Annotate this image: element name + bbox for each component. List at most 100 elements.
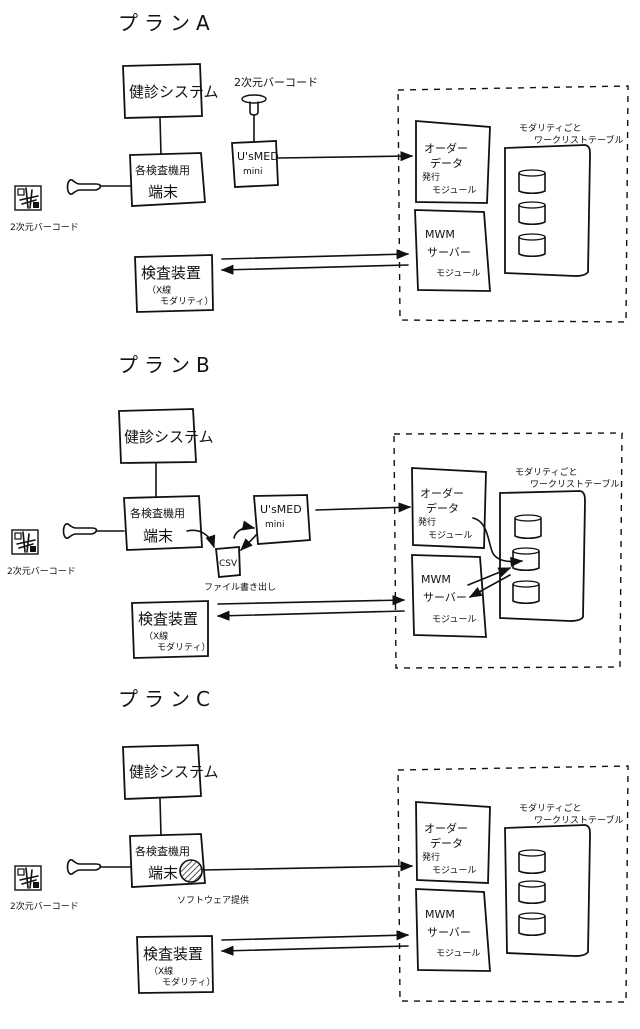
arrow-usmed-to-csv (240, 534, 257, 551)
plan-title: プランB (118, 353, 216, 377)
plan-title: プランC (118, 687, 216, 711)
terminal-label-line1: 各検査機用 (135, 163, 190, 177)
arrow-mwm-to-modality (216, 610, 405, 621)
order-label-2: データ (430, 836, 463, 850)
order-label-2: データ (426, 501, 459, 515)
plan-a: プランA 健診システム 各検査機用 端末 2次元バーコード U'sME (10, 11, 629, 323)
order-label-3: 発行 (422, 171, 440, 183)
worklist-table-container (499, 490, 586, 622)
mwm-label-1: MWM (425, 228, 455, 241)
table-label-1: モダリティごと (519, 122, 581, 134)
modality-sub-2: モダリティ） (160, 295, 213, 307)
usmed-label: U'sMED (260, 503, 302, 516)
mwm-label-3: モジュール (432, 615, 476, 625)
modality-label: 検査装置 (141, 264, 201, 282)
arrow-modality-to-mwm (221, 930, 410, 941)
plan-c: プランC 健診システム 各検査機用 端末 ソフトウェア提供 (10, 687, 629, 1003)
server-boundary (397, 765, 629, 1003)
usmed-sub-label: mini (265, 520, 284, 530)
usmed-mini-box: U'sMED mini (231, 140, 279, 188)
qr-code-icon (14, 185, 42, 211)
order-label-2: データ (430, 156, 463, 170)
usmed-sub-label: mini (243, 167, 262, 177)
order-label-3: 発行 (418, 516, 436, 528)
modality-sub-1: （X線 (149, 965, 173, 977)
modality-label: 検査装置 (143, 945, 203, 963)
modality-sub-2: モダリティ） (162, 976, 215, 988)
server-boundary (397, 85, 629, 323)
software-caption: ソフトウェア提供 (177, 894, 249, 906)
order-module-box: オーダー データ 発行 モジュール (411, 467, 487, 549)
kenshin-system-label: 健診システム (129, 83, 219, 101)
order-module-box: オーダー データ 発行 モジュール (415, 120, 491, 204)
database-icon (512, 580, 540, 605)
terminal-box: 各検査機用 端末 (129, 152, 206, 207)
mwm-module-box: MWM サーバー モジュール (414, 209, 491, 292)
handheld-scanner-icon (241, 94, 267, 143)
arrow-modality-to-mwm (221, 249, 410, 260)
arrow-usmed-to-order (277, 151, 414, 162)
arrow-mwm-to-modality (220, 264, 409, 275)
kenshin-system-label: 健診システム (124, 428, 214, 446)
modality-sub-1: （X線 (147, 284, 171, 296)
mwm-label-2: サーバー (423, 591, 467, 604)
order-label-1: オーダー (424, 821, 468, 835)
csv-label: CSV (219, 559, 238, 569)
terminal-label-line1: 各検査機用 (130, 506, 185, 520)
modality-box: 検査装置 （X線 モダリティ） (131, 600, 210, 659)
qr-code-icon (11, 529, 39, 555)
hand-scanner-icon (66, 179, 131, 195)
kenshin-system-box: 健診システム (122, 63, 219, 119)
arrow-order-to-table (472, 517, 524, 568)
modality-sub-1: （X線 (144, 630, 168, 642)
usmed-label: U'sMED (237, 150, 279, 163)
mwm-label-2: サーバー (427, 926, 471, 939)
order-label-3: 発行 (422, 851, 440, 863)
arrow-mwm-to-table (467, 567, 512, 586)
mwm-label-2: サーバー (427, 246, 471, 259)
connector-line (159, 117, 162, 156)
kenshin-system-box: 健診システム (122, 744, 219, 800)
barcode-label: 2次元バーコード (7, 565, 76, 577)
mwm-module-box: MWM サーバー モジュール (411, 554, 487, 638)
table-label-1: モダリティごと (519, 802, 581, 814)
table-label-1: モダリティごと (515, 466, 577, 478)
modality-box: 検査装置 （X線 モダリティ） (134, 254, 214, 313)
database-icon (512, 547, 540, 572)
terminal-label-line1: 各検査機用 (135, 844, 190, 858)
order-label-4: モジュール (432, 186, 476, 196)
plan-b: プランB 健診システム 各検査機用 端末 2次元バーコード CSV ファイル書き… (7, 353, 623, 669)
usmed-mini-box: U'sMED mini (253, 494, 311, 545)
mwm-label-3: モジュール (436, 269, 480, 279)
order-label-1: オーダー (424, 141, 468, 155)
plan-title: プランA (118, 11, 216, 35)
modality-label: 検査装置 (138, 610, 198, 628)
hand-scanner-icon (62, 523, 125, 539)
kenshin-system-box: 健診システム (118, 408, 214, 464)
database-icon (518, 169, 546, 195)
mwm-label-1: MWM (421, 573, 451, 586)
kenshin-system-label: 健診システム (129, 763, 219, 781)
table-label-2: ワークリストテーブル (534, 814, 623, 826)
csv-caption: ファイル書き出し (204, 581, 276, 593)
qr-code-icon (14, 865, 42, 891)
connector-line (159, 798, 162, 837)
arrow-terminal-to-csv (186, 529, 216, 549)
table-label-2: ワークリストテーブル (530, 478, 619, 490)
modality-box: 検査装置 （X線 モダリティ） (136, 935, 215, 994)
mwm-label-3: モジュール (436, 949, 480, 959)
terminal-label-line2: 端末 (148, 183, 178, 201)
barcode-label: 2次元バーコード (10, 900, 79, 912)
barcode-label: 2次元バーコード (10, 221, 79, 233)
order-label-4: モジュール (432, 866, 476, 876)
table-label-2: ワークリストテーブル (534, 134, 623, 146)
arrow-modality-to-mwm (217, 595, 406, 606)
worklist-table-container (504, 824, 591, 957)
arrow-software-to-order (202, 861, 414, 872)
arrow-table-to-mwm (468, 574, 511, 598)
order-label-4: モジュール (428, 531, 472, 541)
mwm-label-1: MWM (425, 908, 455, 921)
database-icon (518, 849, 546, 875)
csv-file-box: CSV (215, 546, 241, 578)
